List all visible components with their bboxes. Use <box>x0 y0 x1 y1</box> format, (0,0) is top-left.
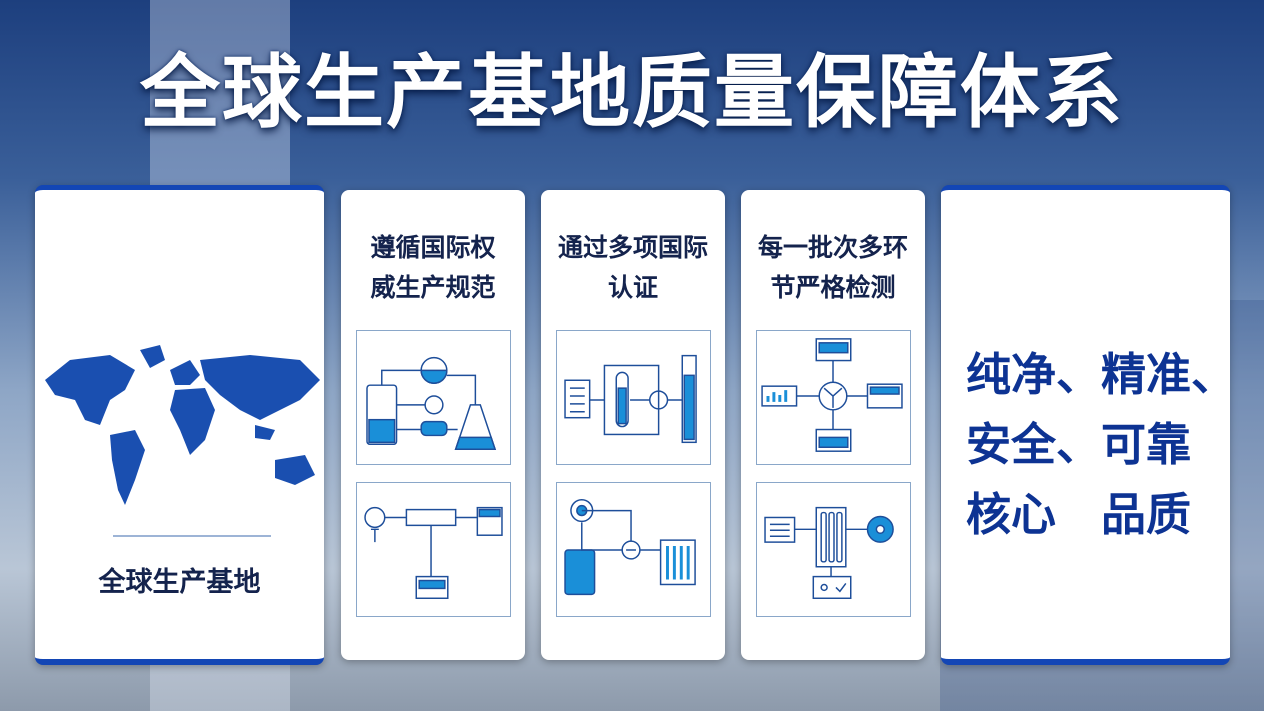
page-title: 全球生产基地质量保障体系 <box>140 46 1124 139</box>
card-inspection: 每一批次多环节严格检测 <box>741 190 925 660</box>
inspection-flow-diagram-icon <box>756 330 911 465</box>
quality-slogan: 纯净、精准、安全、可靠核心 品质 <box>966 348 1237 541</box>
test-tube-certification-diagram-icon <box>556 330 711 465</box>
global-bases-label: 全球生产基地 <box>98 567 261 598</box>
checklist-flow-diagram-icon <box>756 482 911 617</box>
card-certification: 通过多项国际认证 <box>541 190 725 660</box>
card-heading: 遵循国际权威生产规范 <box>370 233 496 302</box>
world-map-icon <box>45 345 320 505</box>
lab-process-diagram-icon <box>356 330 511 465</box>
lightbulb-process-diagram-icon <box>356 482 511 617</box>
card-heading: 每一批次多环节严格检测 <box>757 233 908 302</box>
filter-process-diagram-icon <box>556 482 711 617</box>
divider <box>113 535 271 537</box>
card-global-bases: 全球生产基地 <box>35 185 324 665</box>
card-slogan: 纯净、精准、安全、可靠核心 品质 <box>941 185 1236 665</box>
card-standards: 遵循国际权威生产规范 <box>341 190 525 660</box>
card-heading: 通过多项国际认证 <box>557 233 708 302</box>
